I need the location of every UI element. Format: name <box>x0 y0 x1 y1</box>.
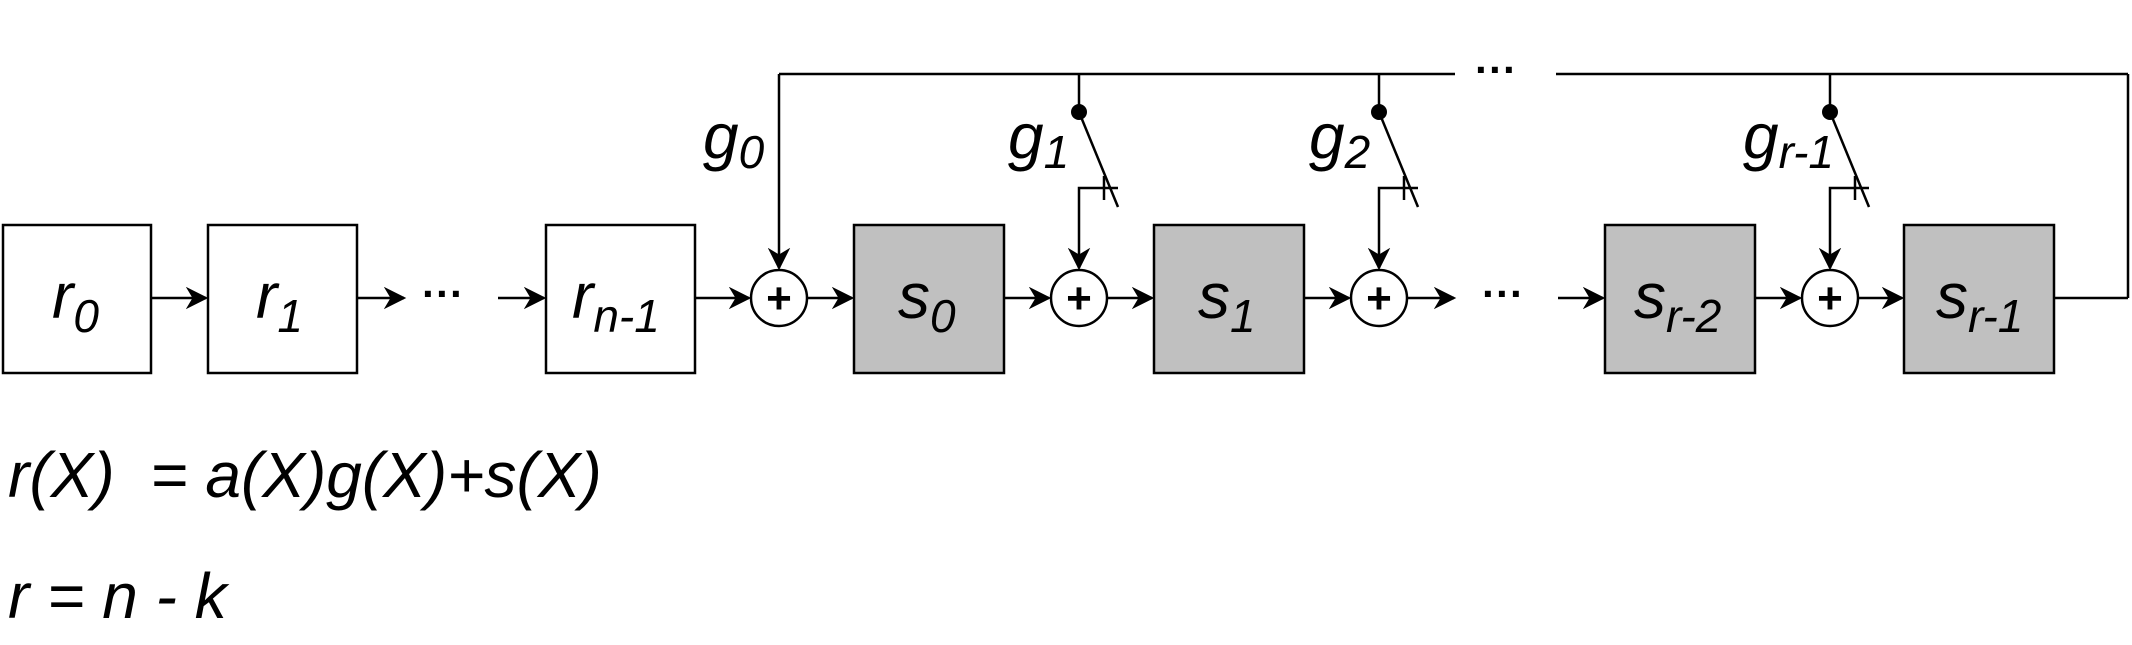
equation-r: r = n - k <box>8 560 230 632</box>
shift-register-label: sr-1 <box>1936 260 2023 342</box>
shift-register-label: s1 <box>1198 260 1256 342</box>
input-register-r0: r0 <box>1 223 153 375</box>
shift-register-label: s0 <box>898 260 956 342</box>
input-register-box <box>206 223 359 375</box>
register-ellipsis: ··· <box>1482 270 1524 317</box>
adder-symbol: + <box>1817 274 1843 323</box>
equation-polynomial: r(X) = a(X)g(X)+s(X) <box>8 439 602 511</box>
input-register-box <box>1 223 153 375</box>
shift-register-s0: s0 <box>852 223 1006 375</box>
adder-symbol: + <box>1366 274 1392 323</box>
adder-2: + <box>1349 268 1409 328</box>
tap-switch-g2 <box>1367 74 1420 271</box>
feedback-ellipsis: ··· <box>1475 46 1517 93</box>
input-register-r1: r1 <box>206 223 359 375</box>
adder-0: + <box>749 268 809 328</box>
adder-symbol: + <box>1066 274 1092 323</box>
tap-switch-g1 <box>1067 74 1120 271</box>
shift-register-label: sr-2 <box>1634 260 1721 342</box>
shift-register-s1: s1 <box>1152 223 1306 375</box>
input-register-rn-1: rn-1 <box>544 223 697 375</box>
shift-register-box <box>1152 223 1306 375</box>
input-ellipsis: ··· <box>422 270 464 317</box>
adder-1: + <box>1049 268 1109 328</box>
shift-register-box <box>1603 223 1757 375</box>
tap-label-g1: g1 <box>1008 100 1069 178</box>
shift-register-sr-1: sr-1 <box>1902 223 2056 375</box>
shift-register-box <box>1902 223 2056 375</box>
shift-register-sr-2: sr-2 <box>1603 223 1757 375</box>
tap-label-g2: g2 <box>1309 100 1370 178</box>
adder-3: + <box>1800 268 1860 328</box>
tap-label-g0: g0 <box>703 100 765 178</box>
input-register-label: r0 <box>52 260 99 342</box>
tap-label-gr-1: gr-1 <box>1743 100 1834 178</box>
adder-symbol: + <box>766 274 792 323</box>
input-register-label: r1 <box>256 260 303 342</box>
tap-switch-gr-1 <box>1818 74 1871 271</box>
input-register-label: rn-1 <box>572 260 660 342</box>
